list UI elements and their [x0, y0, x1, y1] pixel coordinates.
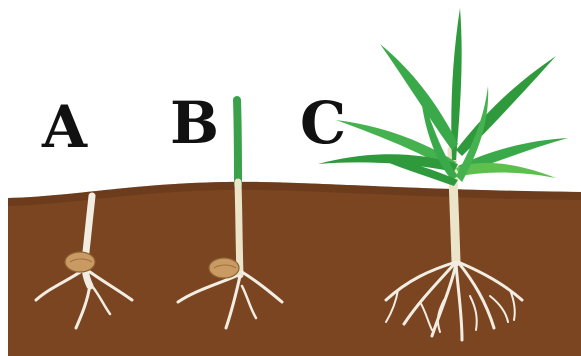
leaf-c-7	[456, 163, 556, 178]
stage-label-b: B	[170, 94, 219, 152]
stem-b	[238, 182, 240, 275]
seed-b	[209, 258, 239, 278]
stage-label-a: A	[42, 98, 87, 156]
leaves-c	[318, 8, 568, 186]
stage-label-c: C	[300, 94, 346, 152]
seed-a	[65, 252, 95, 272]
coleoptile-b	[237, 100, 238, 185]
